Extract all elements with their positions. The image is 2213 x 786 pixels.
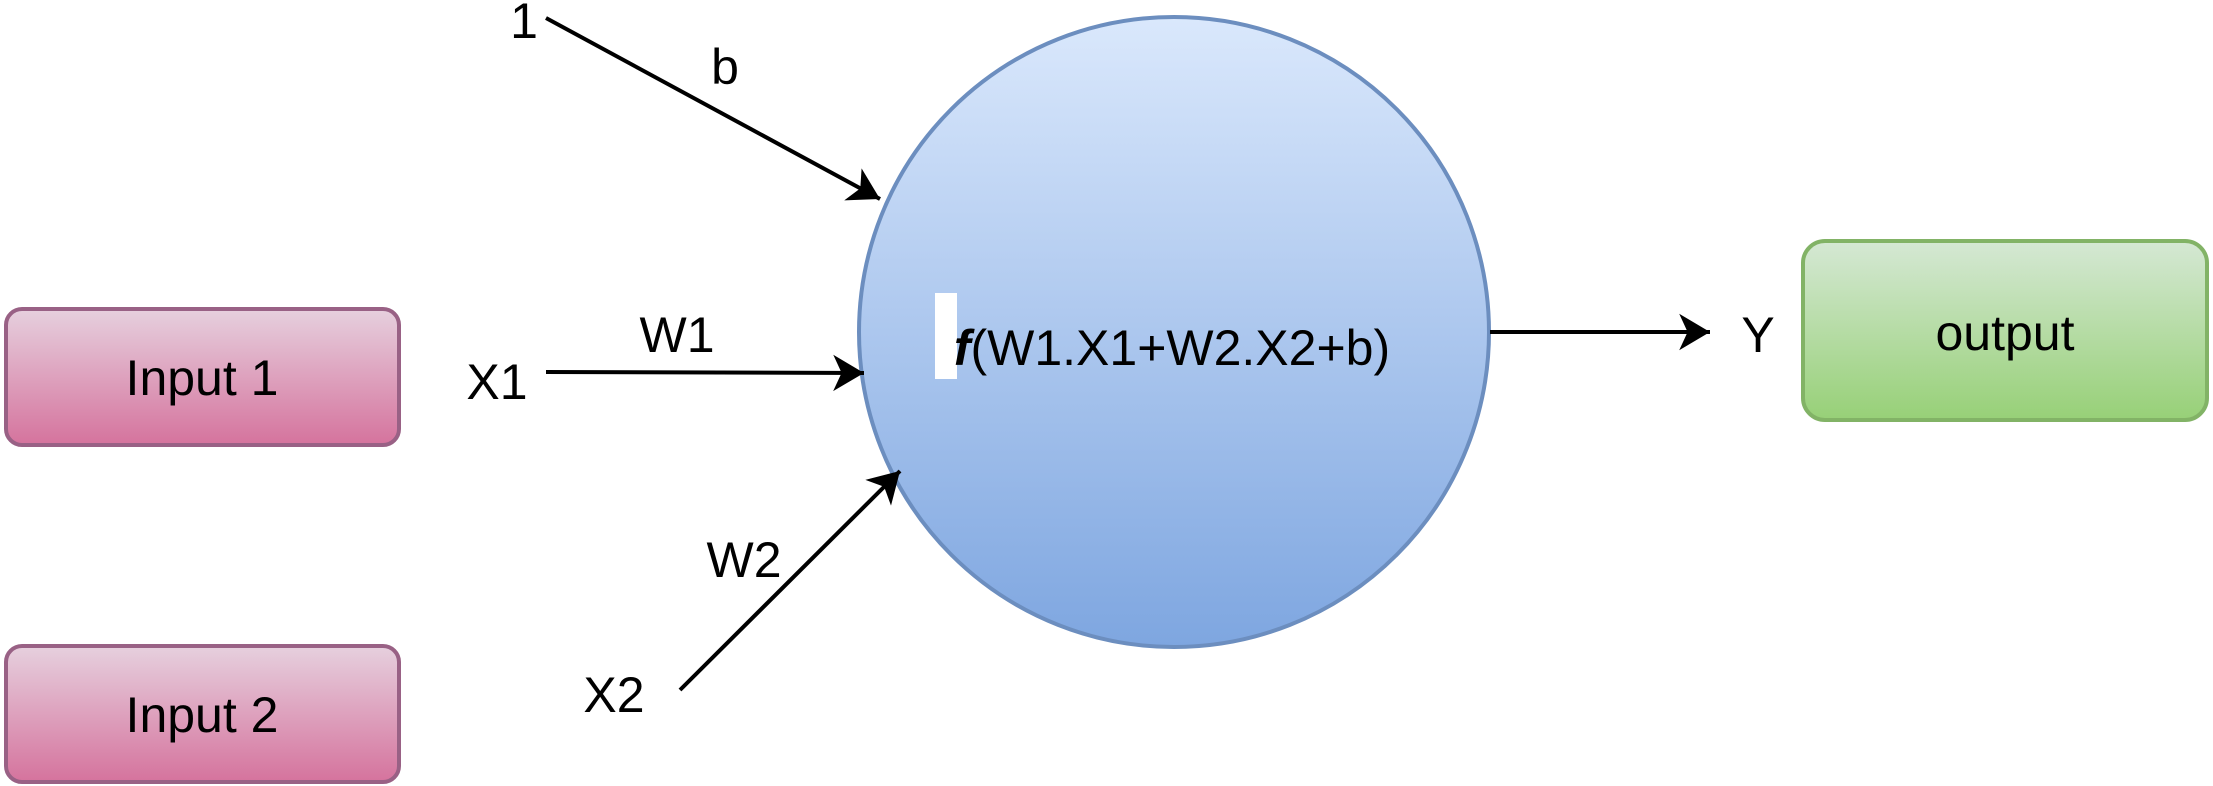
y-label: Y	[1741, 307, 1774, 363]
x1-edge[interactable]	[545, 354, 865, 392]
input-2-node[interactable]: Input 2	[4, 644, 401, 784]
neuron-formula: f(W1.X1+W2.X2+b)	[954, 320, 1390, 376]
activation-function: f	[954, 320, 975, 376]
w2-label: W2	[707, 532, 782, 588]
input-2-label: Input 2	[126, 687, 279, 743]
neuron-node[interactable]: f(W1.X1+W2.X2+b)	[857, 15, 1491, 649]
output-node[interactable]: output	[1801, 239, 2209, 422]
x1-label: X1	[466, 354, 527, 410]
bias-weight-label: b	[711, 39, 739, 95]
text-cursor-highlight	[935, 293, 957, 379]
w1-label: W1	[640, 307, 715, 363]
input-1-node[interactable]: Input 1	[4, 307, 401, 447]
bias-input-label: 1	[510, 0, 538, 49]
weighted-sum: (W1.X1+W2.X2+b)	[971, 320, 1391, 376]
x2-edge[interactable]	[678, 469, 902, 692]
bias-edge[interactable]	[545, 16, 881, 201]
input-1-label: Input 1	[126, 350, 279, 406]
x2-label: X2	[583, 667, 644, 723]
output-label: output	[1935, 305, 2074, 361]
